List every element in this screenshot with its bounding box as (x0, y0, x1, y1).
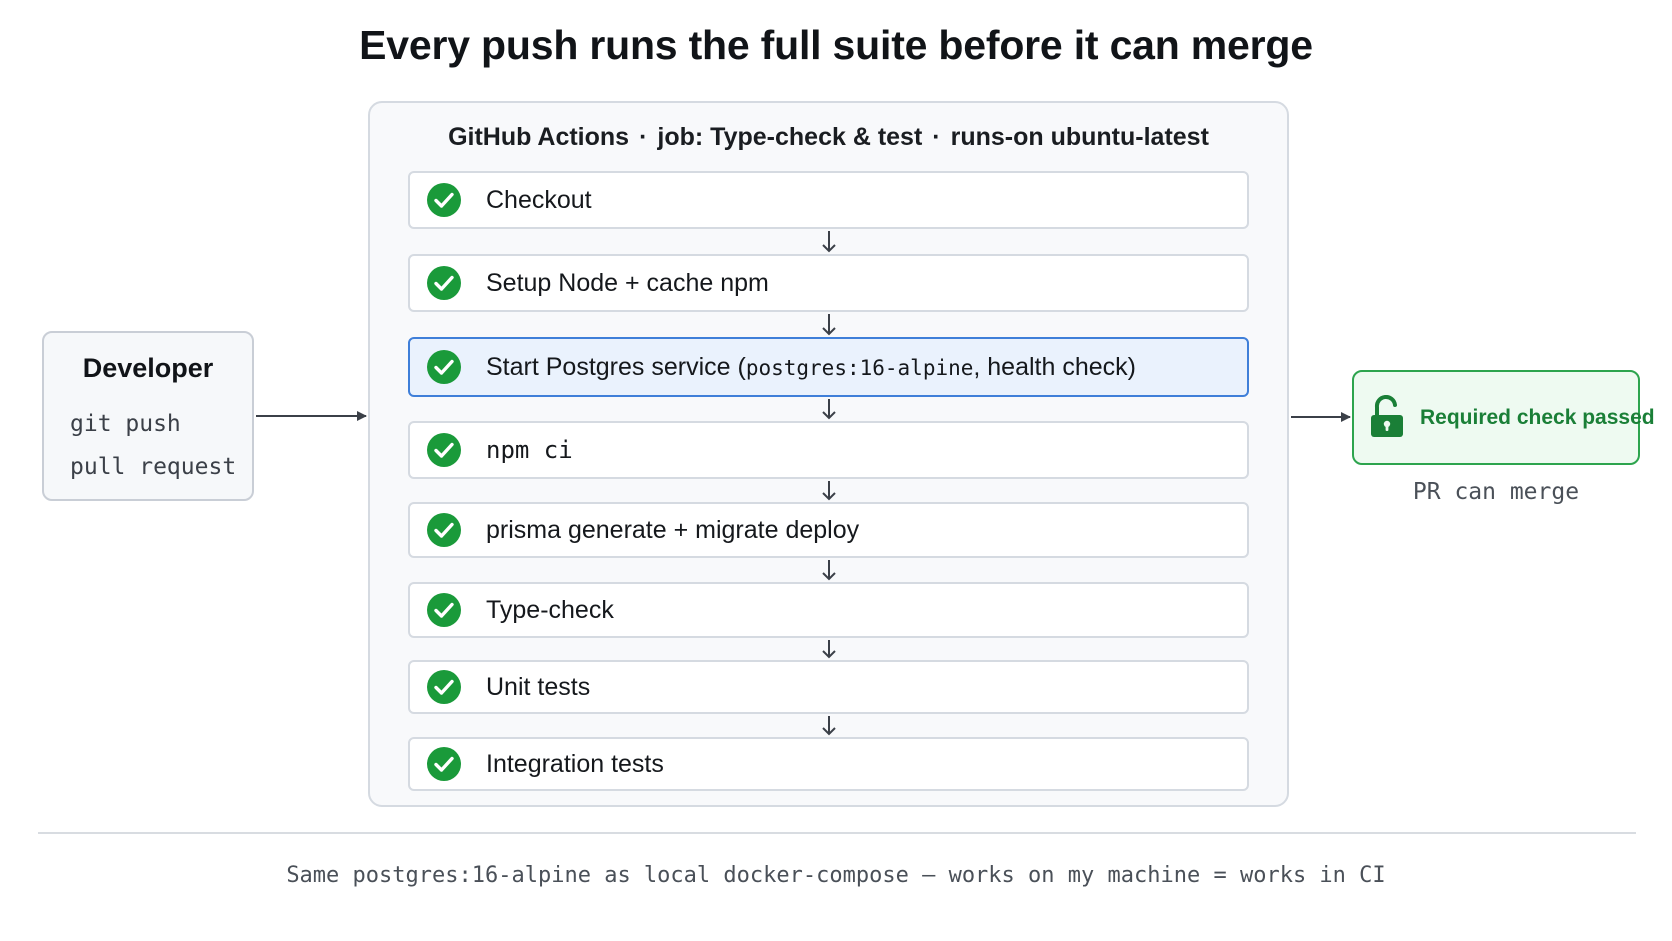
header-separator: · (639, 123, 648, 151)
footer-divider (38, 832, 1636, 834)
step-label-text: Unit tests (486, 673, 591, 701)
step-label-text: Setup Node + cache npm (486, 269, 769, 297)
workflow-step: npm ci (408, 421, 1249, 479)
workflow-step-label: Integration tests (486, 739, 664, 789)
workflow-job-name: job: Type-check & test (657, 123, 923, 151)
footer-note: Same postgres:16-alpine as local docker-… (286, 863, 1386, 888)
success-check-icon (427, 350, 461, 384)
diagram-title: Every push runs the full suite before it… (359, 22, 1313, 68)
workflow-step: Checkout (408, 171, 1249, 229)
success-check-icon (427, 266, 461, 300)
success-check-icon (427, 747, 461, 781)
header-separator: · (932, 123, 941, 151)
developer-box: Developer git push pull request (42, 331, 254, 501)
workflow-step-label: Type-check (486, 584, 614, 636)
workflow-step: prisma generate + migrate deploy (408, 502, 1249, 558)
success-check-icon (427, 513, 461, 547)
workflow-step: Type-check (408, 582, 1249, 638)
step-connector-arrow (822, 481, 836, 501)
step-connector-arrow (822, 640, 836, 659)
workflow-step: Integration tests (408, 737, 1249, 791)
step-label-suffix: , health check) (973, 353, 1136, 381)
step-label-text: prisma generate + migrate deploy (486, 516, 860, 544)
workflow-runner: runs-on ubuntu-latest (950, 123, 1209, 151)
workflow-step-label: Setup Node + cache npm (486, 256, 769, 310)
step-connector-arrow (822, 716, 836, 736)
step-connector-arrow (822, 399, 836, 420)
unlocked-padlock-icon (1371, 395, 1403, 437)
success-check-icon (427, 593, 461, 627)
step-connector-arrow (822, 231, 836, 253)
required-check-label: Required check passed (1420, 406, 1655, 429)
workflow-step-label: Start Postgres service (postgres:16-alpi… (486, 339, 1136, 396)
step-label-text: Checkout (486, 186, 592, 214)
workflow-step-label: npm ci (486, 423, 573, 477)
developer-command-pull-request: pull request (70, 454, 237, 480)
workflow-step-label: Checkout (486, 173, 592, 227)
workflow-step-label: prisma generate + migrate deploy (486, 504, 859, 556)
step-connector-arrow (822, 560, 836, 581)
step-label-text: Start Postgres service ( (486, 353, 746, 381)
success-check-icon (427, 670, 461, 704)
workflow-step: Unit tests (408, 660, 1249, 714)
workflow-step-label: Unit tests (486, 662, 590, 712)
success-check-icon (427, 183, 461, 217)
workflow-step: Setup Node + cache npm (408, 254, 1249, 312)
workflow-platform: GitHub Actions (448, 123, 630, 151)
merge-status-note: PR can merge (1412, 479, 1580, 505)
step-label-text: npm ci (486, 436, 573, 464)
required-check-badge: Required check passed (1352, 370, 1655, 465)
workflow-step: Start Postgres service (postgres:16-alpi… (408, 337, 1249, 397)
step-connector-arrow (822, 314, 836, 336)
developer-title: Developer (82, 353, 214, 383)
workflow-header: GitHub Actions · job: Type-check & test · ru… (370, 123, 1287, 152)
step-label-code: postgres:16-alpine (745, 356, 974, 380)
developer-command-git-push: git push (70, 411, 181, 437)
success-check-icon (427, 433, 461, 467)
step-label-text: Type-check (486, 596, 614, 624)
step-label-text: Integration tests (486, 750, 664, 778)
